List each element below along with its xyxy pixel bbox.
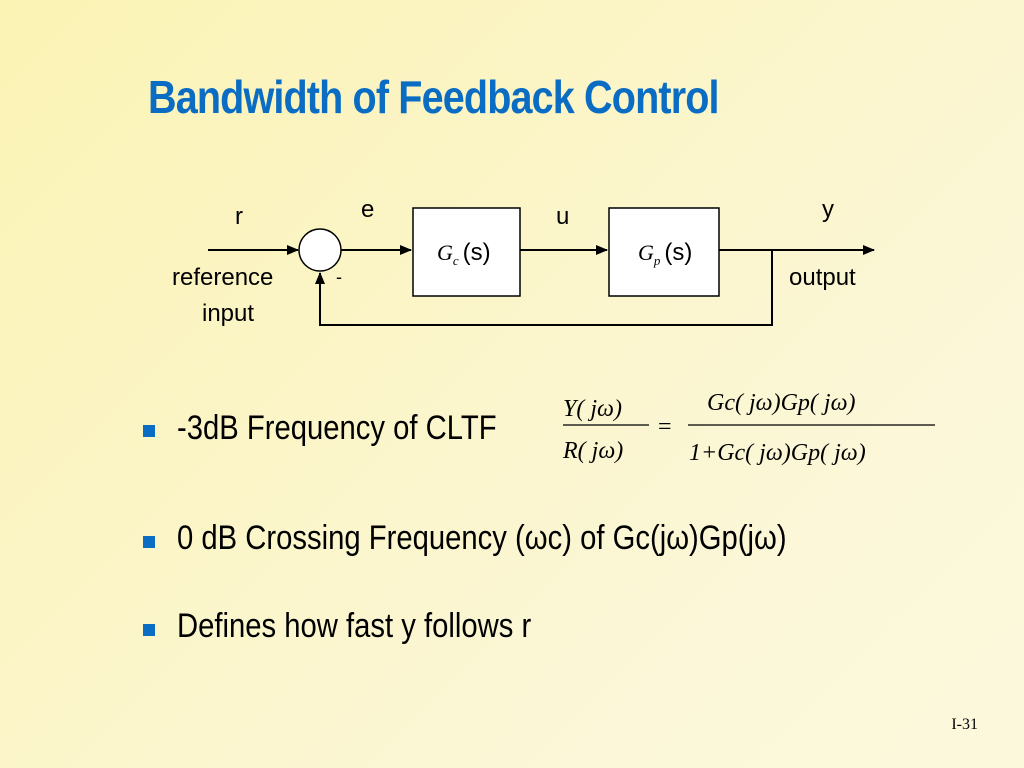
bullet-marker-3 bbox=[143, 624, 155, 636]
formula-lhs-numerator: Y( jω) bbox=[563, 396, 622, 422]
minus-sign: - bbox=[336, 267, 342, 287]
feedback-path bbox=[315, 250, 773, 326]
controller-block bbox=[412, 207, 521, 297]
controller-transfer-function: Gc(s) bbox=[437, 239, 491, 268]
cltf-formula: Y( jω) R( jω) = Gc( jω)Gp( jω) 1+Gc( jω)… bbox=[562, 390, 935, 466]
bullet-marker-1 bbox=[143, 425, 155, 437]
formula-rhs-denominator: 1+Gc( jω)Gp( jω) bbox=[689, 440, 866, 466]
output-label: output bbox=[789, 264, 856, 291]
reference-label-line1: reference bbox=[172, 264, 273, 291]
reference-label-line2: input bbox=[202, 300, 254, 327]
formula-equals: = bbox=[658, 414, 672, 440]
bullet-text-speed: Defines how fast y follows r bbox=[177, 607, 532, 645]
signal-y-label: y bbox=[822, 196, 834, 223]
signal-e-label: e bbox=[361, 196, 374, 223]
bullet-text-cltf: -3dB Frequency of CLTF bbox=[177, 409, 497, 447]
signal-r-label: r bbox=[235, 203, 243, 230]
slide-title: Bandwidth of Feedback Control bbox=[148, 71, 720, 123]
bullet-text-crossing: 0 dB Crossing Frequency (ωc) of Gc(jω)Gp… bbox=[177, 519, 787, 557]
formula-rhs-numerator: Gc( jω)Gp( jω) bbox=[707, 390, 856, 416]
plant-transfer-function: Gp(s) bbox=[638, 239, 692, 268]
signal-u-label: u bbox=[556, 203, 569, 230]
formula-lhs-denominator: R( jω) bbox=[562, 438, 623, 464]
bullet-marker-2 bbox=[143, 536, 155, 548]
page-number: I-31 bbox=[951, 716, 978, 733]
plant-block bbox=[608, 207, 720, 297]
summing-junction bbox=[298, 228, 342, 272]
